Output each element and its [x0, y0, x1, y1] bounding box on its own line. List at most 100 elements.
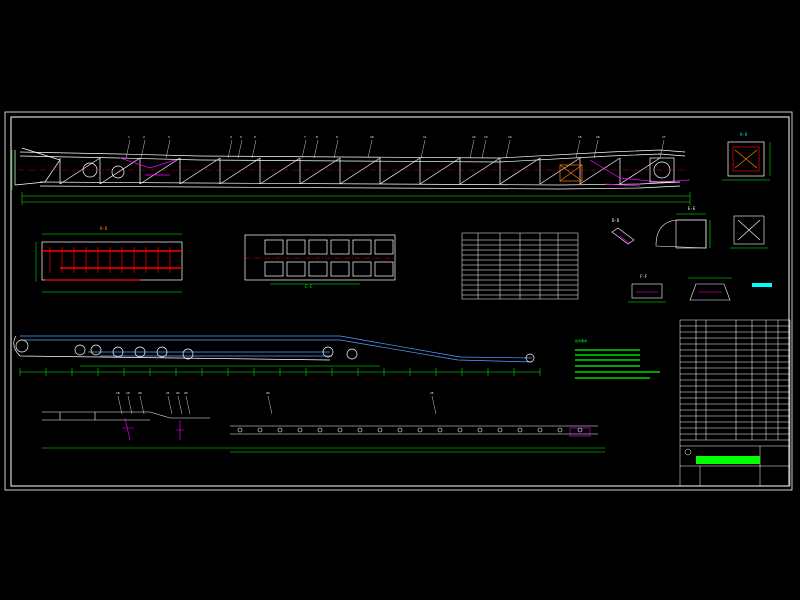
frame-bay — [264, 239, 284, 255]
idler-roller — [577, 427, 583, 433]
callout-leader — [469, 139, 475, 159]
callout-number: 1 — [128, 135, 130, 139]
callout-number: 5 — [240, 135, 242, 139]
frame-bay — [374, 239, 394, 255]
callout-number: 19 — [126, 391, 130, 395]
callout-leader — [139, 395, 145, 415]
idler-pulley — [90, 344, 102, 356]
callout-leader — [267, 395, 273, 415]
callout-number: 13 — [484, 135, 488, 139]
idler-roller — [257, 427, 263, 433]
idler-pulley — [525, 353, 535, 363]
idler-pulley — [322, 346, 334, 358]
idler-roller — [537, 427, 543, 433]
truss-diagonal — [179, 157, 221, 185]
truss-diagonal — [379, 157, 421, 185]
parts-table — [461, 232, 579, 300]
callout-leader — [333, 139, 339, 159]
idler-roller — [497, 427, 503, 433]
belt-upper — [20, 335, 533, 359]
callout-number: 14 — [508, 135, 512, 139]
callout-number: 16 — [596, 135, 600, 139]
section-label: A-A — [740, 132, 748, 137]
callout-number: 10 — [370, 135, 374, 139]
idler-roller — [457, 427, 463, 433]
truss-diagonal — [299, 157, 341, 185]
truss-top-chord — [19, 149, 686, 159]
idler-roller — [297, 427, 303, 433]
frame-bay — [308, 239, 328, 255]
callout-leader — [165, 139, 171, 159]
idler-roller — [337, 427, 343, 433]
outer-border — [4, 111, 793, 491]
callout-number: 3 — [168, 135, 170, 139]
truss-diagonal — [579, 157, 621, 185]
title-block — [679, 319, 791, 487]
frame-bay — [308, 261, 328, 277]
callout-number: 24 — [266, 391, 270, 395]
frame-bay — [352, 239, 372, 255]
notes-title: 技术要求 — [575, 338, 587, 343]
callout-number: 25 — [430, 391, 434, 395]
callout-leader — [505, 139, 511, 159]
callout-leader — [431, 395, 437, 415]
callout-leader — [481, 139, 487, 159]
callout-number: 12 — [472, 135, 476, 139]
idler-pulley — [134, 346, 146, 358]
frame-bay — [286, 261, 306, 277]
truss-web — [59, 157, 661, 185]
belt-path-profile — [13, 335, 541, 376]
callout-leader — [127, 395, 133, 415]
callout-number: 6 — [254, 135, 256, 139]
idler-roller — [277, 427, 283, 433]
idler-roller — [317, 427, 323, 433]
frame-bay — [286, 239, 306, 255]
callout-leader — [251, 139, 257, 159]
technical-notes: 技术要求 — [575, 338, 660, 379]
truss-diagonal — [459, 157, 501, 185]
callout-number: 2 — [143, 135, 145, 139]
frame-bay — [330, 261, 350, 277]
callout-leader — [227, 139, 233, 159]
callout-number: 23 — [184, 391, 188, 395]
idler-pulley — [112, 346, 124, 358]
idler-roller — [397, 427, 403, 433]
idler-roller — [437, 427, 443, 433]
callout-leader — [301, 139, 307, 159]
idler-pulley — [182, 348, 194, 360]
plan-view-title: B-B — [100, 226, 108, 231]
truss-diagonal — [259, 157, 301, 185]
idler-roller — [517, 427, 523, 433]
truss-diagonal — [219, 157, 261, 185]
callout-number: 11 — [423, 135, 427, 139]
callout-number: 20 — [138, 391, 142, 395]
detail-views: D-D E-E F-F — [611, 206, 772, 303]
idler-roller — [377, 427, 383, 433]
callout-leader — [420, 139, 426, 159]
steel-plan-view: B-B — [35, 226, 183, 293]
callout-leader — [575, 139, 581, 159]
callout-leader — [140, 139, 146, 159]
idler-roller — [557, 427, 563, 433]
detail-label: F-F — [640, 274, 648, 279]
callout-number: 18 — [116, 391, 120, 395]
section-view-top-right: A-A — [722, 132, 771, 181]
detail-label: D-D — [612, 218, 620, 223]
idler-pulley — [156, 346, 168, 358]
frame-bay — [330, 239, 350, 255]
callout-number: 22 — [176, 391, 180, 395]
callout-leader — [593, 139, 599, 159]
truss-diagonal — [139, 157, 181, 185]
frame-bay — [264, 261, 284, 277]
callout-leader — [185, 395, 191, 415]
idler-roller — [417, 427, 423, 433]
callout-leader — [659, 139, 665, 159]
tail-chute — [119, 157, 176, 176]
callout-number: 7 — [304, 135, 306, 139]
idler-pulley — [74, 344, 86, 356]
callout-leader — [117, 395, 123, 415]
